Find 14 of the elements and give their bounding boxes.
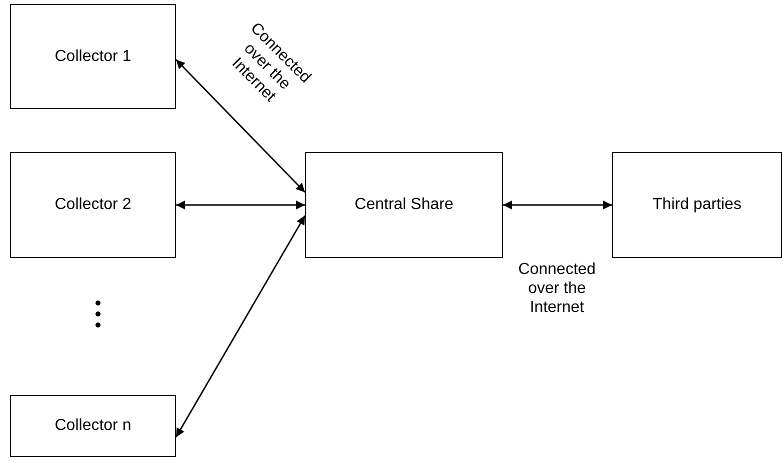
box-label: Collector 1 [54, 48, 132, 66]
double-arrow [175, 59, 306, 193]
process-box [10, 4, 176, 109]
double-arrow [175, 215, 306, 438]
process-box [10, 395, 176, 457]
box-label: Central Share [354, 196, 454, 214]
process-box [612, 152, 782, 258]
process-box [305, 152, 503, 258]
double-arrow [503, 200, 612, 210]
box-label: Collector 2 [54, 196, 132, 214]
box-label: Collector n [54, 417, 132, 435]
box-label: Third parties [652, 196, 742, 214]
process-box [10, 152, 176, 258]
double-arrow [176, 200, 305, 210]
